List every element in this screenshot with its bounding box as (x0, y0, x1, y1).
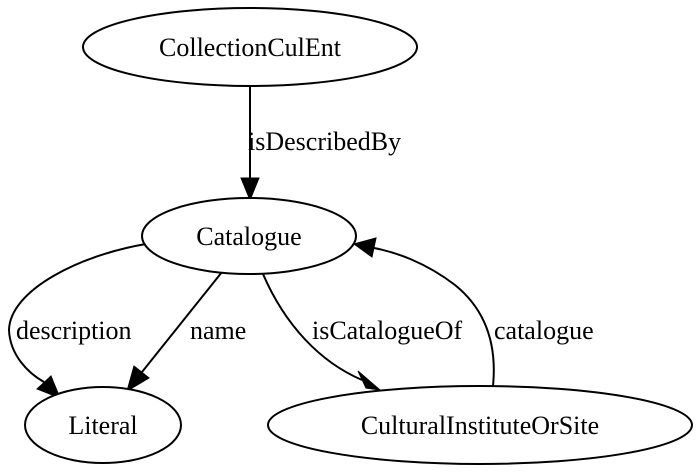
node-catalogue: Catalogue (141, 197, 357, 275)
arrowhead-icon (352, 237, 377, 258)
edge-label-is-catalogue-of: isCatalogueOf (312, 316, 463, 345)
node-collection-cul-ent: CollectionCulEnt (82, 7, 418, 87)
edge-description: description (7, 243, 147, 399)
node-literal: Literal (24, 386, 182, 464)
edge-label-catalogue: catalogue (494, 316, 594, 345)
edge-is-described-by: isDescribedBy (240, 86, 401, 202)
node-label-literal: Literal (68, 411, 137, 440)
edge-name: name (126, 271, 246, 393)
node-label-cultural-institute-or-site: CulturalInstituteOrSite (361, 411, 599, 440)
arrowhead-icon (36, 375, 61, 399)
edge-label-name: name (190, 316, 246, 345)
node-cultural-institute-or-site: CulturalInstituteOrSite (267, 385, 693, 465)
edge-catalogue: catalogue (352, 237, 594, 387)
arrowhead-icon (357, 370, 382, 391)
arrowhead-icon (240, 177, 260, 202)
edge-is-catalogue-of: isCatalogueOf (262, 273, 463, 391)
node-label-collection-cul-ent: CollectionCulEnt (159, 33, 342, 62)
arrowhead-icon (126, 365, 150, 393)
edge-label-description: description (16, 316, 132, 345)
edge-label-is-described-by: isDescribedBy (248, 127, 401, 156)
node-label-catalogue: Catalogue (196, 222, 301, 251)
